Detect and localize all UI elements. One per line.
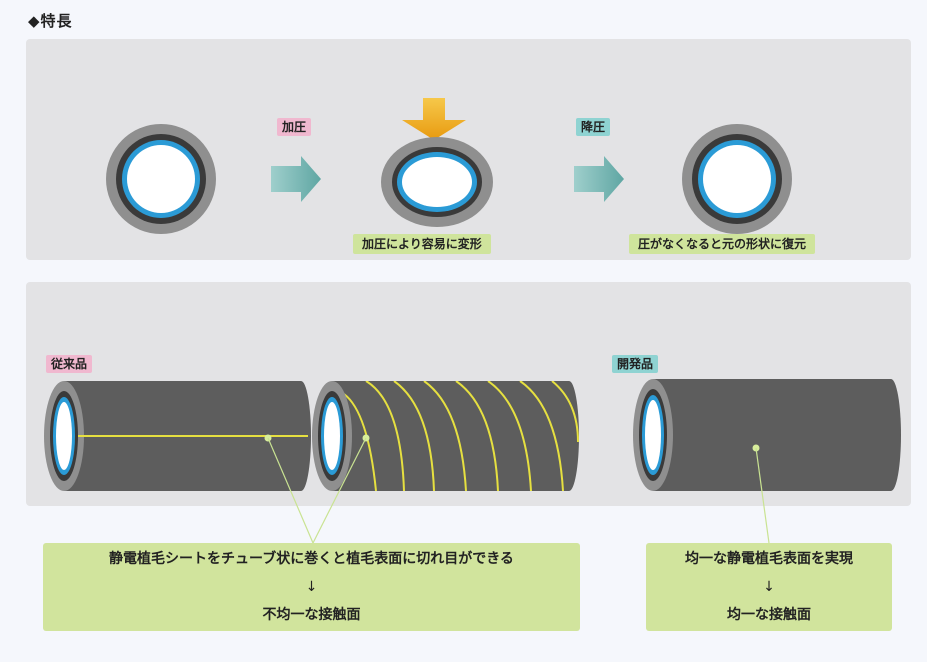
arrow-down-icon: ↓ xyxy=(305,579,318,595)
tube-comparison-illustration xyxy=(44,379,901,491)
press-tag: 加圧 xyxy=(277,118,312,136)
tube-cross-section-normal xyxy=(106,124,216,234)
flow-arrow-icon xyxy=(271,156,321,202)
developed-tube-seamless xyxy=(633,379,901,491)
press-caption: 加圧により容易に変形 xyxy=(353,234,491,254)
developed-note-feature: 均一な静電植毛表面を実現 xyxy=(685,551,853,567)
release-caption: 圧がなくなると元の形状に復元 xyxy=(629,234,816,254)
conventional-note: 静電植毛シートをチューブ状に巻くと植毛表面に切れ目ができる ↓ 不均一な接触面 xyxy=(43,543,580,631)
comparison-panel: 従来品 開発品 xyxy=(26,282,911,506)
flow-arrow-icon xyxy=(574,156,624,202)
section-heading: ◆特長 xyxy=(28,12,73,30)
tube-cross-section-compressed xyxy=(381,137,493,227)
developed-note-result: 均一な接触面 xyxy=(727,607,811,623)
surface-marker xyxy=(752,444,760,452)
conventional-tag: 従来品 xyxy=(46,355,93,373)
tube-cross-section-restored xyxy=(682,124,792,234)
pressure-illustration xyxy=(106,98,792,234)
developed-tag: 開発品 xyxy=(612,355,659,373)
seam-marker xyxy=(264,434,272,442)
release-tag: 降圧 xyxy=(576,118,611,136)
press-arrow-icon xyxy=(402,98,466,140)
conventional-note-problem: 静電植毛シートをチューブ状に巻くと植毛表面に切れ目ができる xyxy=(109,551,514,567)
conventional-note-result: 不均一な接触面 xyxy=(262,607,361,623)
conventional-tube-straight-seam xyxy=(44,381,311,491)
arrow-down-icon: ↓ xyxy=(763,579,775,595)
seam-marker xyxy=(362,434,370,442)
developed-note: 均一な静電植毛表面を実現 ↓ 均一な接触面 xyxy=(646,543,892,631)
conventional-tube-spiral-seam xyxy=(312,381,579,491)
pressure-panel: 加圧 降圧 加圧により容易に変形 圧がなくなると元の形状に復元 xyxy=(26,39,911,260)
